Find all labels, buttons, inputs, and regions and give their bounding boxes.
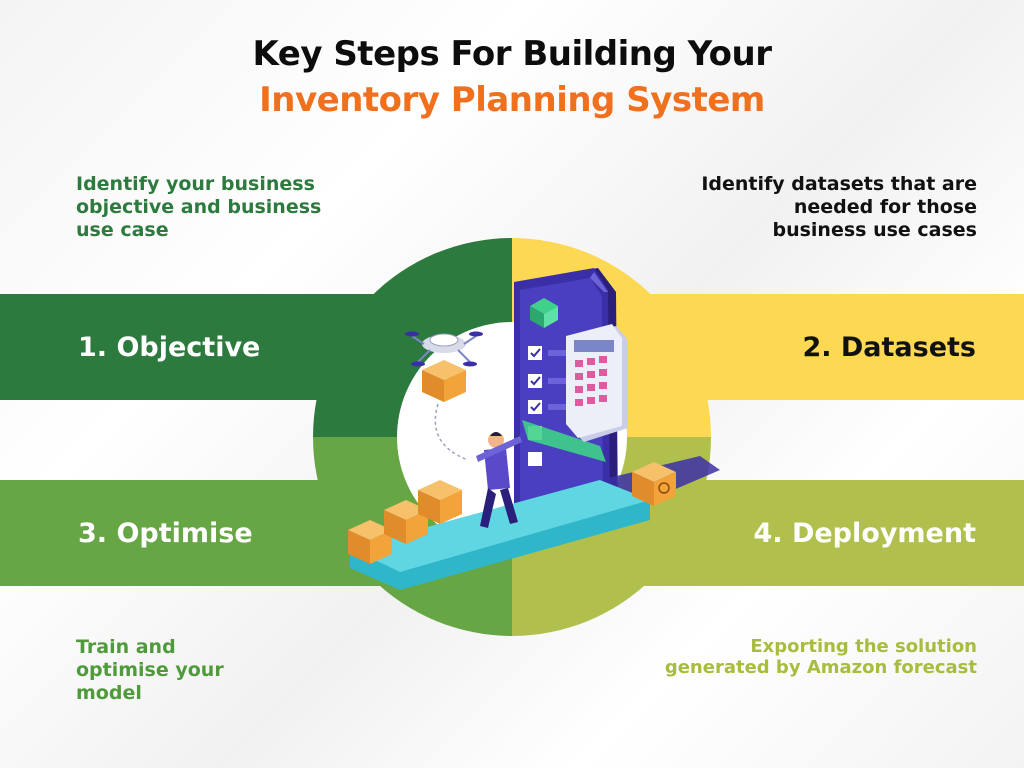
deployment-description: Exporting the solution generated by Amaz… (664, 636, 977, 678)
person-icon (476, 432, 522, 528)
objective-label: 1. Objective (78, 331, 261, 363)
datasets-label: 2. Datasets (802, 331, 976, 363)
deployment-label: 4. Deployment (753, 517, 976, 549)
calculator-icon (566, 324, 628, 442)
optimise-description: Train and optimise your model (76, 636, 224, 704)
objective-description: Identify your business objective and bus… (76, 173, 322, 241)
drone-icon (405, 331, 483, 402)
datasets-description: Identify datasets that are needed for th… (701, 173, 977, 241)
title-line-2: Inventory Planning System (259, 80, 765, 120)
title-line-1: Key Steps For Building Your (252, 34, 772, 74)
drone-flight-path (434, 403, 469, 461)
cardboard-box-icon (348, 462, 676, 564)
screen-box-icon (530, 298, 558, 328)
optimise-label: 3. Optimise (78, 517, 253, 549)
